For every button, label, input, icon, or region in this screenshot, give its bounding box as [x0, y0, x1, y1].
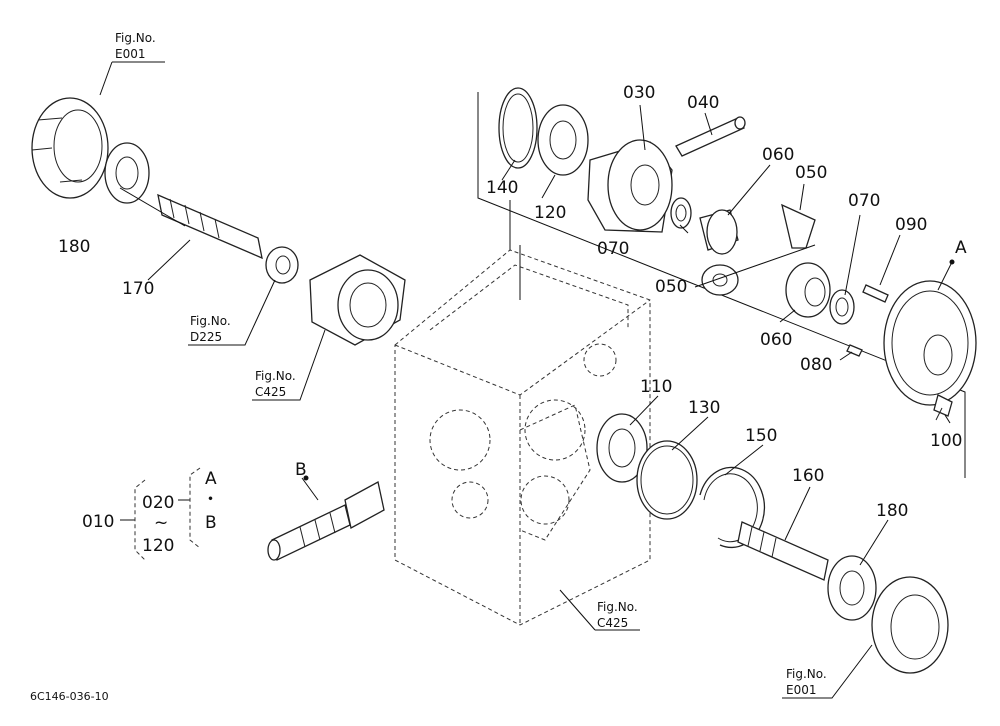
label-140: 140 — [486, 178, 518, 198]
ref-c425-bottom-line2: C425 — [597, 616, 628, 630]
bolt-100 — [933, 394, 953, 421]
bearing-holder-top — [31, 97, 109, 199]
pinion-shaft-040 — [675, 116, 746, 157]
bearing-110 — [596, 413, 648, 483]
range-a: A — [205, 469, 217, 489]
input-shaft-b — [267, 475, 385, 561]
ref-d225-line2: D225 — [190, 330, 222, 344]
retainer-c425 — [309, 254, 406, 346]
label-160: 160 — [792, 466, 824, 486]
figure-references: Fig.No. E001 Fig.No. D225 Fig.No. C425 F… — [115, 31, 827, 697]
label-110: 110 — [640, 377, 672, 397]
label-060-upper: 060 — [762, 145, 794, 165]
bearing-180-top — [104, 142, 150, 204]
bearing-180-bottom — [827, 555, 877, 621]
label-tilde: ~ — [154, 513, 168, 533]
ref-c425-bottom-line1: Fig.No. — [597, 600, 638, 614]
part-labels: 030 040 060 050 070 090 140 120 070 050 … — [58, 83, 962, 521]
differential-case-030 — [587, 139, 673, 233]
ref-e001-top-line1: Fig.No. — [115, 31, 156, 45]
label-100: 100 — [930, 431, 962, 451]
pinion-gear-050-upper — [781, 203, 816, 249]
label-180-top: 180 — [58, 237, 90, 257]
ref-d225-line1: Fig.No. — [190, 314, 231, 328]
coupling-d225 — [265, 246, 299, 284]
range-dot: ・ — [202, 490, 219, 510]
side-gear-060-lower — [785, 262, 831, 318]
label-070-left: 070 — [597, 239, 629, 259]
label-010: 010 — [82, 512, 114, 532]
label-070-right: 070 — [848, 191, 880, 211]
label-180-bottom: 180 — [876, 501, 908, 521]
label-040: 040 — [687, 93, 719, 113]
label-060-lower: 060 — [760, 330, 792, 350]
shaft-170 — [157, 193, 263, 260]
bearing-120 — [537, 104, 589, 176]
assembly-labels: 010 020 ~ 120 A ・ B — [82, 469, 219, 556]
shim-130 — [636, 440, 698, 520]
label-150: 150 — [745, 426, 777, 446]
assembly-bracket — [120, 467, 201, 561]
ref-e001-bottom-line2: E001 — [786, 683, 817, 697]
pin-090 — [862, 284, 889, 303]
bearing-holder-bottom — [871, 576, 949, 674]
pin-080 — [846, 344, 863, 357]
label-080: 080 — [800, 355, 832, 375]
marker-b: B — [295, 460, 307, 480]
ref-e001-bottom-line1: Fig.No. — [786, 667, 827, 681]
range-b: B — [205, 513, 217, 533]
pinion-gear-050-lower — [701, 264, 739, 296]
label-130: 130 — [688, 398, 720, 418]
markers: A B — [295, 238, 967, 480]
ref-c425-left-line1: Fig.No. — [255, 369, 296, 383]
label-170: 170 — [122, 279, 154, 299]
label-120: 120 — [534, 203, 566, 223]
washer-070-left — [670, 197, 692, 229]
label-090: 090 — [895, 215, 927, 235]
drawing-code: 6C146-036-10 — [30, 690, 109, 703]
shim-140 — [498, 87, 538, 169]
ref-c425-left-line2: C425 — [255, 385, 286, 399]
side-gear-060-upper — [699, 209, 739, 255]
label-050-upper: 050 — [795, 163, 827, 183]
shaft-160 — [737, 521, 829, 581]
label-020: 020 — [142, 493, 174, 513]
ring-gear-a — [883, 259, 977, 406]
label-120-range: 120 — [142, 536, 174, 556]
leader-lines — [99, 61, 953, 699]
washer-070-right — [829, 289, 855, 325]
label-050-lower: 050 — [655, 277, 687, 297]
ref-e001-top-line2: E001 — [115, 47, 146, 61]
marker-a: A — [955, 238, 967, 258]
label-030: 030 — [623, 83, 655, 103]
